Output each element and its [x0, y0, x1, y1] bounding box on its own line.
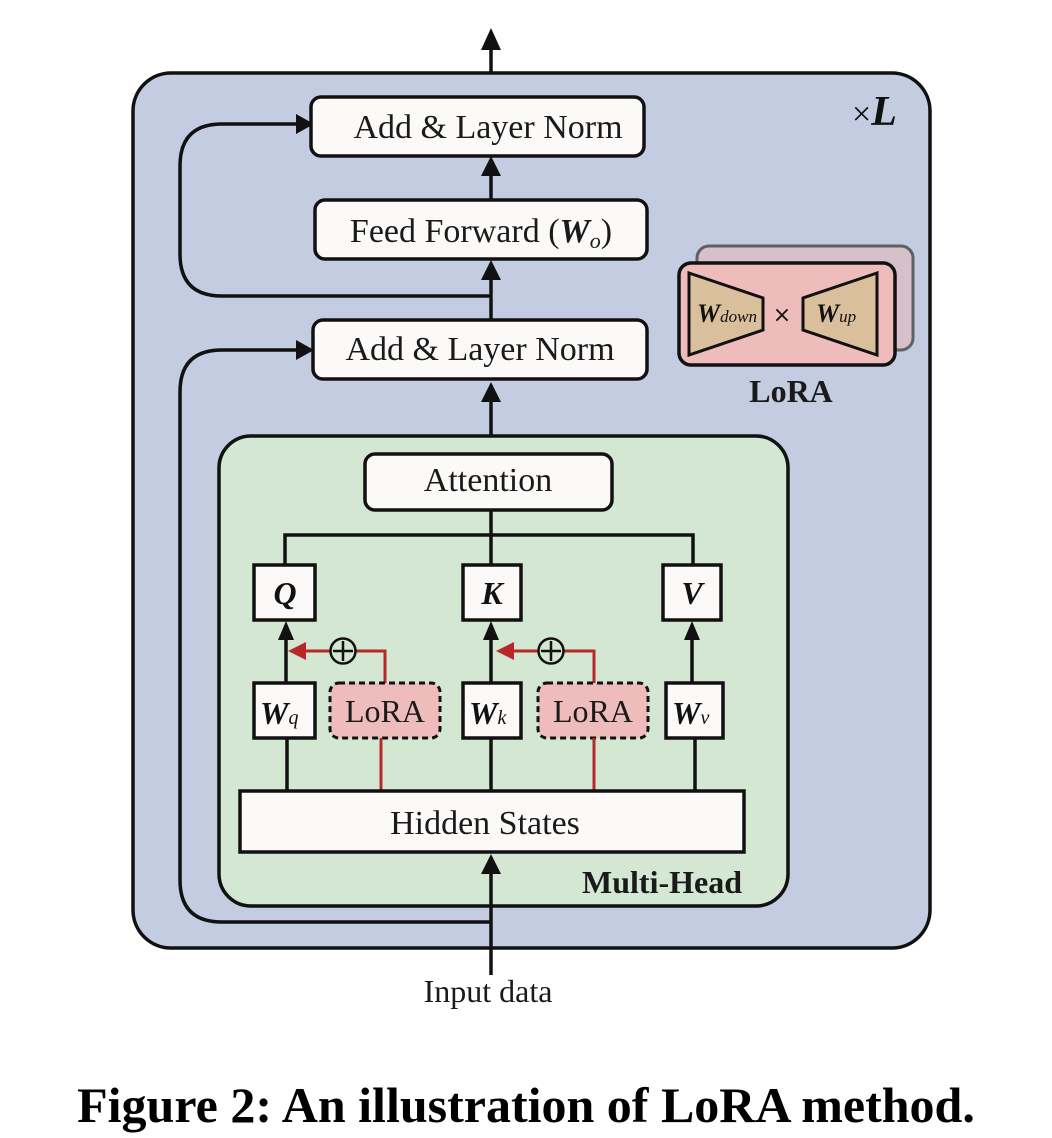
- wq-box: Wq: [252, 681, 317, 740]
- svg-text:V: V: [681, 575, 705, 611]
- svg-text:LoRA: LoRA: [345, 693, 425, 729]
- wk-box: Wk: [461, 681, 523, 740]
- svg-text:Add & Layer Norm: Add & Layer Norm: [353, 109, 622, 146]
- add-layer-norm-top: Add & Layer Norm: [309, 95, 646, 158]
- repeat-symbol: L: [870, 89, 897, 135]
- w-down-trapezoid: [687, 270, 765, 358]
- lora-merge-q: [288, 637, 387, 683]
- svg-text:Wq: Wq: [260, 695, 298, 731]
- v-box: V: [661, 563, 723, 622]
- times-symbol: ×: [773, 303, 791, 328]
- svg-text:Wup: Wup: [816, 299, 856, 328]
- lora-legend: Wdown × Wup LoRA: [677, 244, 915, 409]
- svg-text:K: K: [480, 575, 505, 611]
- hidden-states-block: Hidden States: [238, 789, 746, 854]
- svg-text:Wdown: Wdown: [697, 299, 757, 328]
- w-up-trapezoid: [801, 270, 879, 358]
- svg-text:Attention: Attention: [424, 462, 552, 499]
- k-box: K: [461, 563, 523, 622]
- repeat-label: ×L: [852, 89, 897, 135]
- feed-forward-block: Feed Forward (Wo): [313, 198, 649, 261]
- residual-connection-top: [178, 122, 491, 298]
- svg-text:Hidden States: Hidden States: [390, 805, 580, 842]
- lora-adapter-k: LoRA: [536, 681, 650, 740]
- svg-text:LoRA: LoRA: [553, 693, 633, 729]
- add-layer-norm-bottom: Add & Layer Norm: [311, 318, 649, 381]
- lora-adapter-q: LoRA: [328, 681, 442, 740]
- figure-caption: Figure 2: An illustration of LoRA method…: [77, 1077, 975, 1133]
- residual-connection-bottom: [178, 348, 491, 924]
- svg-text:Feed Forward (Wo): Feed Forward (Wo): [350, 213, 612, 253]
- wv-box: Wv: [664, 681, 725, 740]
- attention-block: Attention: [363, 452, 614, 512]
- lora-legend-title: LoRA: [749, 373, 833, 409]
- svg-text:Add & Layer Norm: Add & Layer Norm: [345, 331, 614, 368]
- qkv-connector: [283, 510, 695, 565]
- svg-text:Q: Q: [273, 575, 296, 611]
- input-data-label: Input data: [424, 973, 553, 1009]
- lora-merge-k: [496, 637, 596, 683]
- svg-text:Wv: Wv: [672, 695, 709, 731]
- multi-head-label: Multi-Head: [582, 864, 742, 900]
- q-box: Q: [252, 563, 317, 622]
- svg-text:Wk: Wk: [469, 695, 507, 731]
- multi-head-block: [217, 434, 790, 908]
